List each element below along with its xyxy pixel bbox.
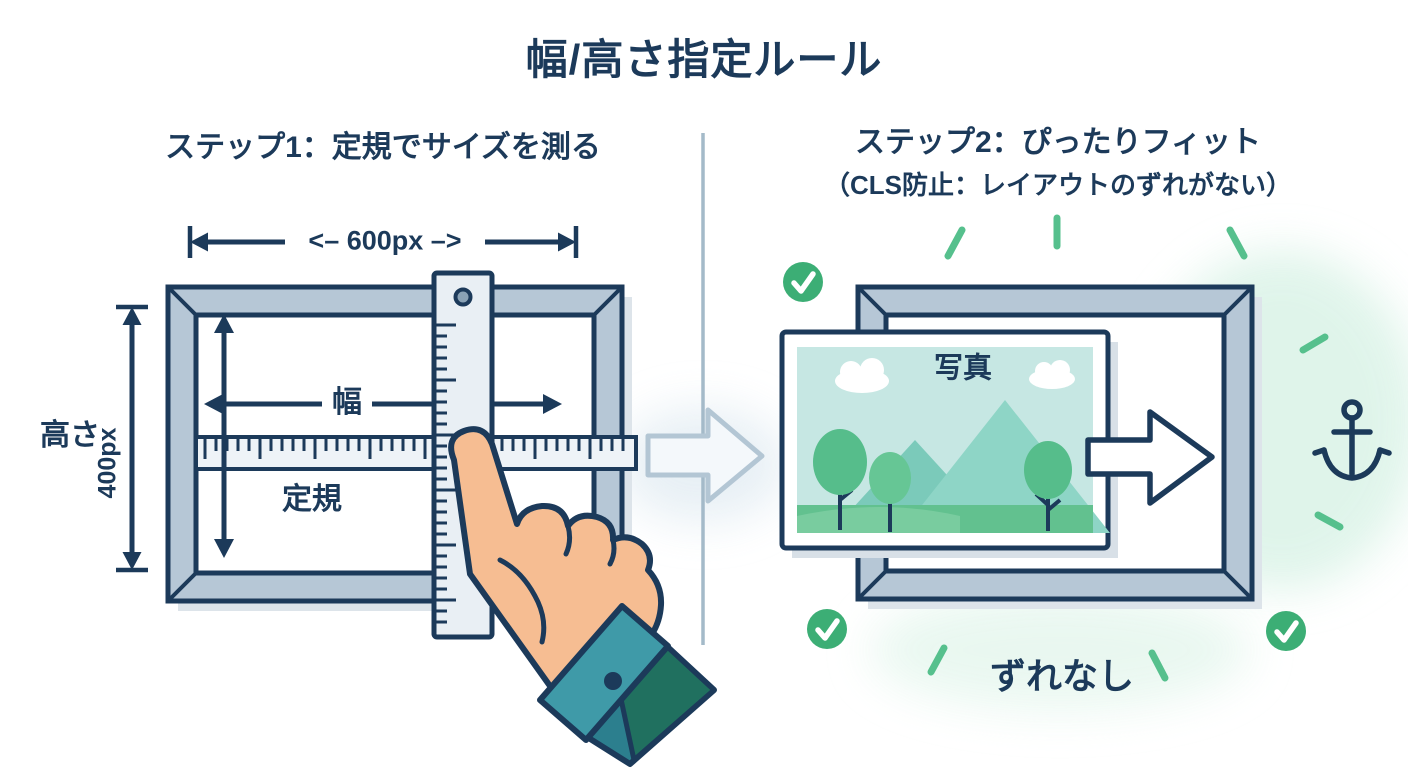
- left-dimension-arrow: [116, 304, 148, 573]
- width-600px-dimension-label: <– 600px –>: [308, 225, 462, 256]
- top-dimension-arrow: [187, 226, 579, 258]
- step2-heading: ステップ2：ぴったりフィット: [854, 125, 1262, 159]
- sparkle-ray-icon: [1148, 649, 1169, 682]
- check-icon: [807, 609, 847, 649]
- ruler-label: 定規: [282, 482, 342, 516]
- photo-scene: [797, 347, 1110, 533]
- anchor-icon: [1312, 399, 1392, 481]
- height-400px-dimension-label: 400px: [93, 427, 122, 499]
- ruler-horizontal: [194, 435, 638, 471]
- check-icons: [783, 262, 1306, 651]
- sparkle-ray-icon: [1314, 511, 1344, 531]
- no-shift-label: ずれなし: [989, 655, 1135, 697]
- fit-arrow-icon: [1085, 409, 1215, 506]
- pointing-hand-icon: [448, 426, 717, 767]
- step2-subheading: （CLS防止：レイアウトのずれがない）: [823, 170, 1293, 201]
- sparkle-ray-icon: [1226, 226, 1248, 260]
- width-label: 幅: [322, 385, 372, 421]
- tree-icon: [813, 429, 1072, 532]
- ruler-hole: [453, 287, 473, 307]
- step1-heading: ステップ1：定規でサイズを測る: [165, 130, 601, 164]
- sparkle-ray-icons: [927, 214, 1344, 682]
- inner-height-arrow: [214, 314, 234, 558]
- photo-label: 写真: [933, 352, 993, 385]
- height-label: 高さ: [40, 418, 100, 452]
- sparkle-ray-icon: [1299, 333, 1329, 354]
- sparkle-ray-icon: [944, 226, 966, 260]
- cuff-button: [604, 672, 622, 690]
- cloud-icon: [835, 358, 1075, 393]
- transition-arrow-icon: [645, 407, 765, 504]
- sparkle-ray-icon: [927, 644, 948, 676]
- page-title: 幅/高さ指定ルール: [525, 35, 883, 83]
- check-icon: [783, 262, 823, 302]
- photo-thumbnail: [779, 329, 1118, 558]
- check-icon: [1266, 611, 1306, 651]
